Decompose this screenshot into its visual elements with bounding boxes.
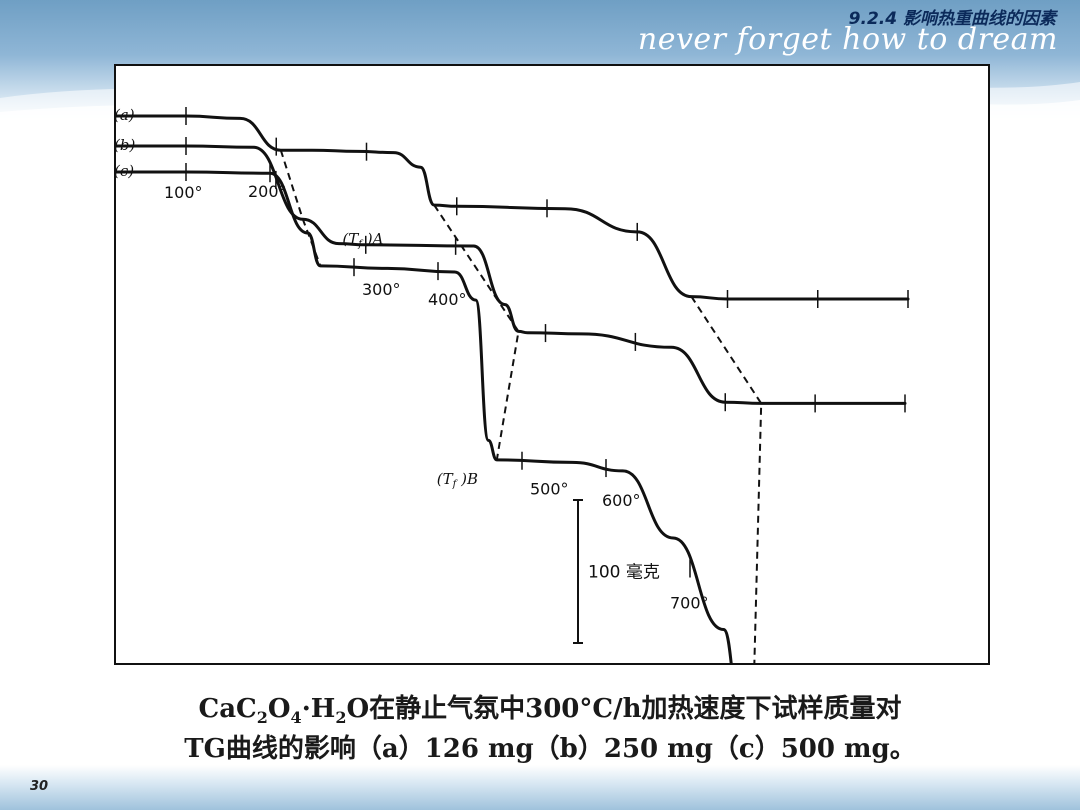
caption-text: O在静止气氛中300°C/h加热速度下试样质量对 [346,694,902,724]
series-label: (a) [116,106,135,124]
caption-subscript: 2 [256,708,268,728]
section-title: 9.2.4 影响热重曲线的因素 [848,9,1056,29]
tg-curve-c [116,170,733,663]
temperature-label: 700° [670,594,709,613]
final-temperature-dashed-line [433,204,520,461]
tg-curve-b [116,144,907,405]
final-temperature-marker: (Tf )B [437,470,478,490]
caption-subscript: 2 [335,708,347,728]
tg-figure: (a)(b)(c)100°200°300°400°500°600°700°800… [114,64,990,665]
caption-text: ·H [301,694,336,724]
caption-subscript: 4 [290,708,302,728]
temperature-label: 500° [530,480,569,499]
temperature-label: 400° [428,290,467,309]
temperature-label: 200° [248,182,287,201]
page-number: 30 [30,779,49,794]
final-temperature-dashed-line [690,296,763,663]
caption-text: CaC [198,694,257,724]
caption-text: O [267,694,291,724]
series-label: (b) [116,136,135,154]
temperature-label: 300° [362,280,401,299]
temperature-label: 100° [164,183,203,202]
footer-band [0,765,1080,810]
scale-bar-label: 100 毫克 [588,563,660,583]
final-temperature-marker: (Tf )A [342,230,383,250]
series-label: (c) [116,162,134,180]
figure-caption-line-1: CaC2O4·H2O在静止气氛中300°C/h加热速度下试样质量对 [60,690,1040,737]
motto-text: never forget how to dream [637,22,1058,57]
figure-caption-line-2: TG曲线的影响（a）126 mg（b）250 mg（c）500 mg。 [184,734,916,764]
tg-curve-a [116,114,910,301]
tg-plot: (a)(b)(c)100°200°300°400°500°600°700°800… [116,106,910,663]
temperature-label: 600° [602,491,641,510]
final-temperature-dashed-line [279,149,322,267]
